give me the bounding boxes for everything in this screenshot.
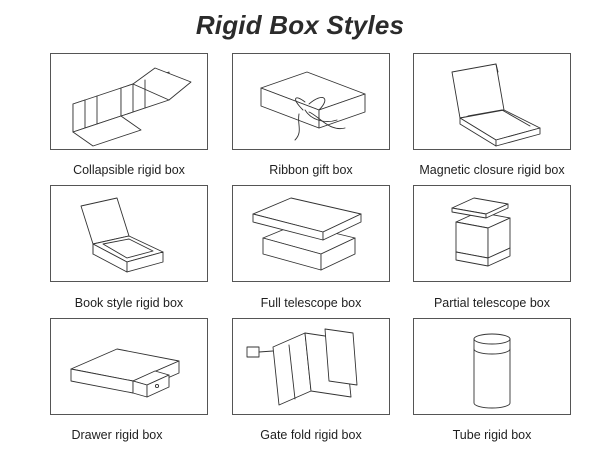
gate-fold-rigid-box-panel xyxy=(232,318,390,415)
full-telescope-box-panel xyxy=(232,185,390,282)
drawer-rigid-box-illustration xyxy=(51,319,207,414)
caption-drawer-rigid-box: Drawer rigid box xyxy=(17,428,217,442)
magnetic-closure-rigid-box-panel xyxy=(413,53,571,150)
caption-tube-rigid-box: Tube rigid box xyxy=(392,428,592,442)
gate-fold-rigid-box-illustration xyxy=(233,319,389,414)
caption-collapsible-rigid-box: Collapsible rigid box xyxy=(29,163,229,177)
collapsible-box-illustration xyxy=(51,54,207,149)
page-title: Rigid Box Styles xyxy=(0,10,600,41)
caption-magnetic-closure-rigid-box: Magnetic closure rigid box xyxy=(392,163,592,177)
book-style-box-illustration xyxy=(51,186,207,281)
full-telescope-box-illustration xyxy=(233,186,389,281)
caption-full-telescope-box: Full telescope box xyxy=(211,296,411,310)
ribbon-gift-box-panel xyxy=(232,53,390,150)
magnetic-closure-box-illustration xyxy=(414,54,570,149)
caption-gate-fold-rigid-box: Gate fold rigid box xyxy=(211,428,411,442)
caption-partial-telescope-box: Partial telescope box xyxy=(392,296,592,310)
ribbon-gift-box-illustration xyxy=(233,54,389,149)
drawer-rigid-box-panel xyxy=(50,318,208,415)
partial-telescope-box-panel xyxy=(413,185,571,282)
book-style-rigid-box-panel xyxy=(50,185,208,282)
caption-book-style-rigid-box: Book style rigid box xyxy=(29,296,229,310)
tube-rigid-box-illustration xyxy=(414,319,570,414)
caption-ribbon-gift-box: Ribbon gift box xyxy=(211,163,411,177)
tube-rigid-box-panel xyxy=(413,318,571,415)
collapsible-rigid-box-panel xyxy=(50,53,208,150)
partial-telescope-box-illustration xyxy=(414,186,570,281)
